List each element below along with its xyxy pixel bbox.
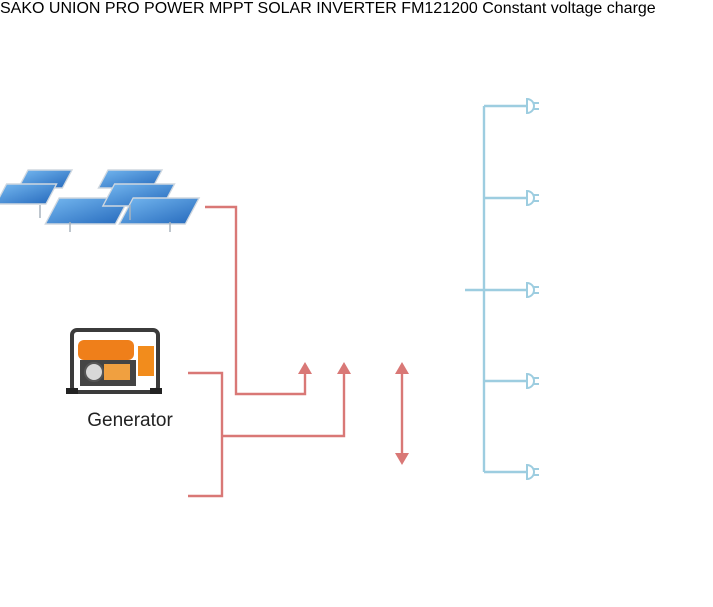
battery-model-label: FM121200 (401, 0, 478, 17)
pv-arrow-head (298, 362, 312, 374)
pv-to-inverter-line (205, 205, 307, 396)
plug-icon (526, 97, 539, 115)
battery-sticker-title: Constant voltage charge (482, 0, 656, 17)
inverter-brand-logo: SAKO (0, 0, 45, 17)
battery-arrow-up (395, 362, 409, 374)
plug-icon (526, 281, 539, 299)
grid-arrow-head (337, 362, 351, 374)
inverter-panel-caption: POWER MPPT SOLAR INVERTER (144, 0, 397, 17)
generator-label: Generator (87, 410, 173, 431)
battery-arrow-down (395, 453, 409, 465)
generator-to-inverter-line (188, 371, 224, 498)
load-wiring (465, 104, 527, 474)
generator-icon (66, 328, 162, 394)
battery-icon: FM121200 Constant voltage charge (401, 0, 655, 17)
plug-icon (526, 463, 539, 481)
plug-icon (526, 189, 539, 207)
solar-panel-icon (0, 169, 201, 232)
grid-to-inverter-line (222, 372, 346, 438)
plug-icons (526, 97, 539, 481)
inverter-unit: SAKO UNION PRO POWER MPPT SOLAR INVERTER (0, 0, 401, 17)
input-wiring (188, 205, 404, 498)
plug-icon (526, 372, 539, 390)
input-arrows (298, 362, 409, 465)
inverter-sub-brand: UNION PRO (48, 0, 140, 17)
